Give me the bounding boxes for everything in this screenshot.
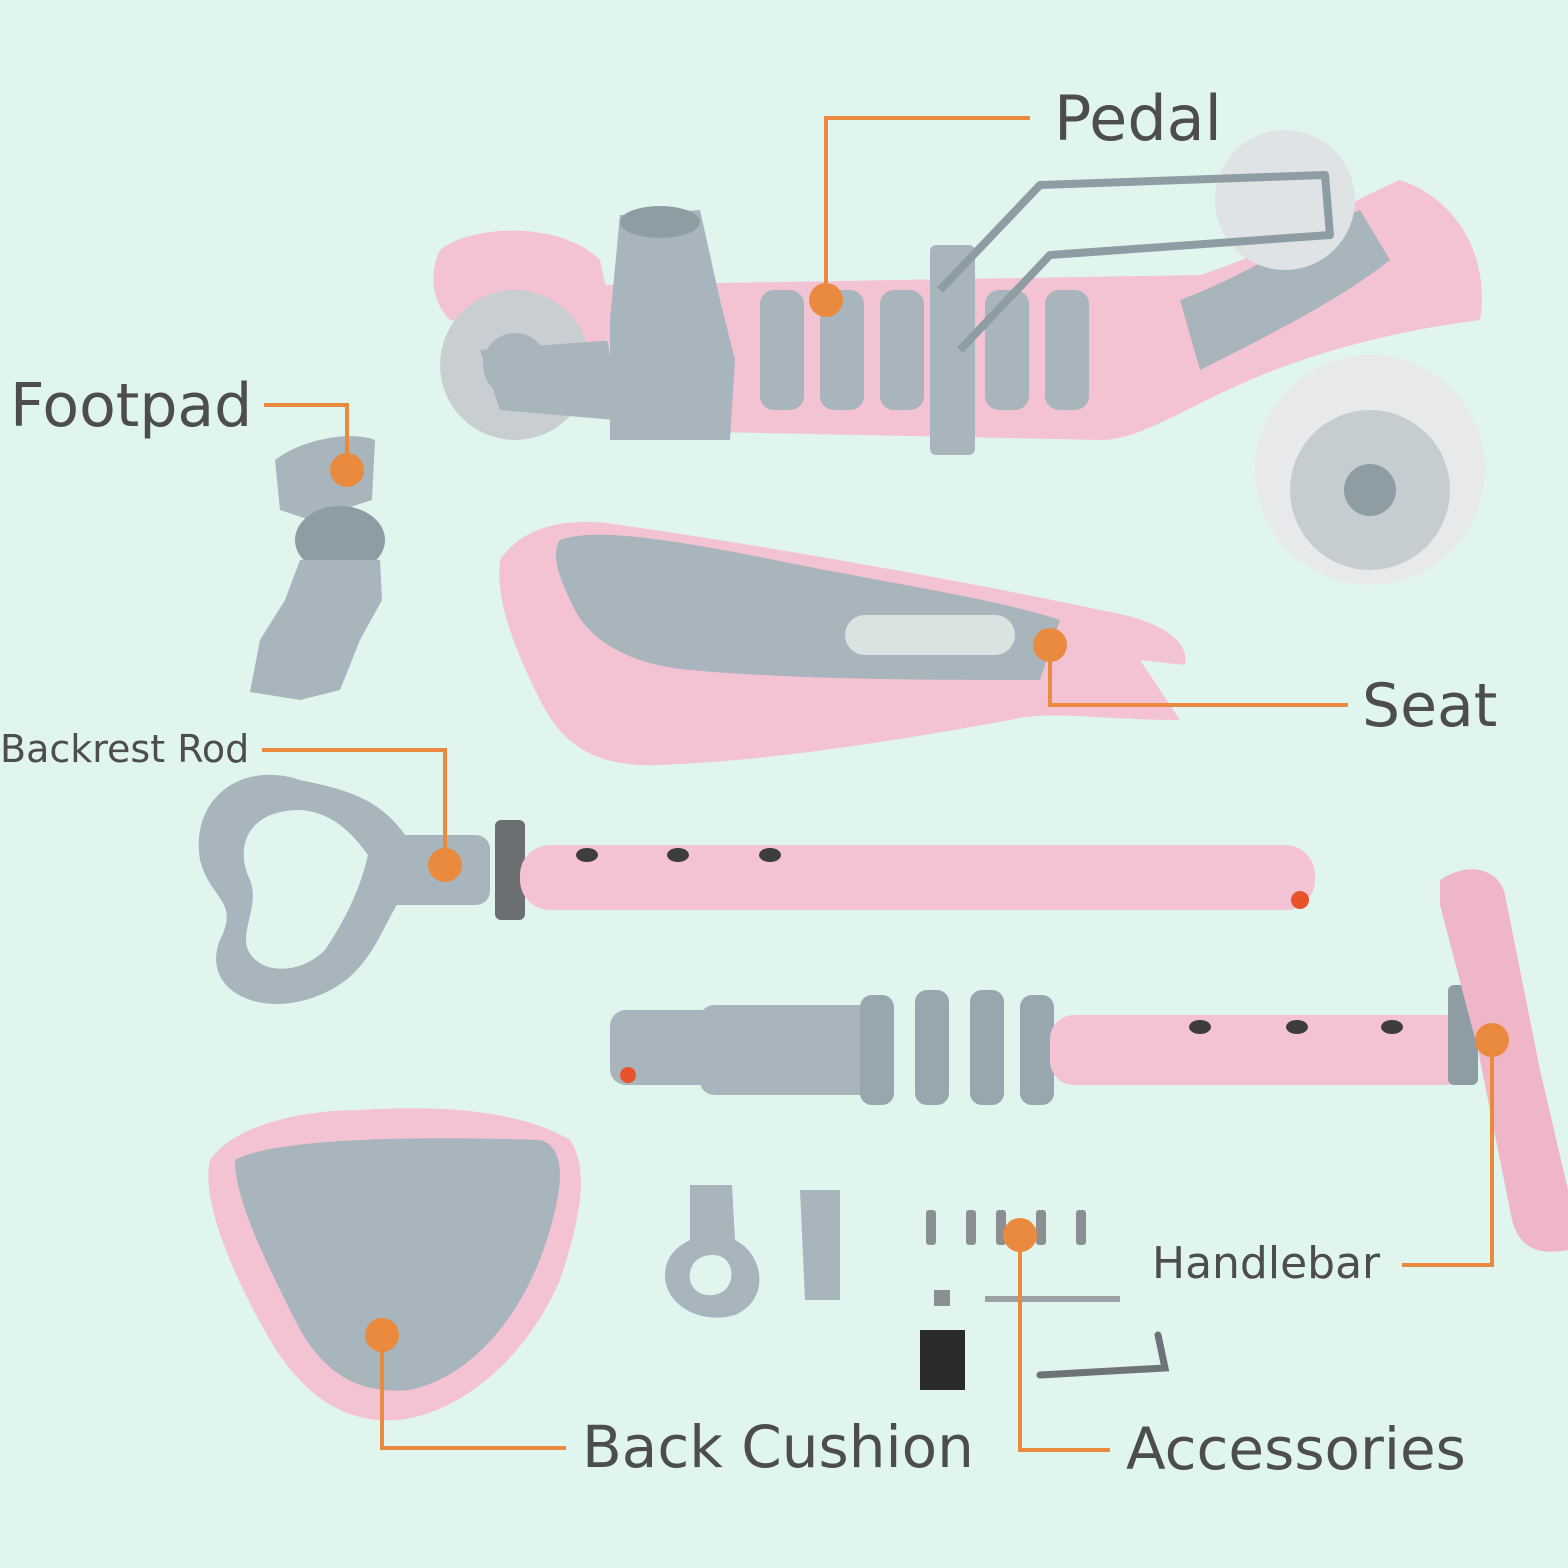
backrest-tube-holes [576, 848, 781, 862]
backrest-clamp [495, 820, 525, 920]
long-bolt [985, 1296, 1120, 1302]
wire-bracket [937, 171, 1334, 353]
stem-lower-tube [610, 1010, 720, 1085]
label-accessories: Accessories [1126, 1415, 1466, 1483]
leader-pedal [824, 116, 1030, 300]
dot-accessories [1003, 1218, 1037, 1252]
pedal-deck-assembly [433, 130, 1485, 585]
leader-seat [1048, 645, 1348, 707]
label-footpad: Footpad [10, 371, 253, 441]
dot-seat [1033, 628, 1067, 662]
stem-lower-pin [620, 1067, 636, 1083]
backrest-rod-part [198, 774, 1315, 1004]
dot-pedal [809, 283, 843, 317]
leader-lines [262, 116, 1494, 1452]
dot-backrest [428, 848, 462, 882]
label-back-cushion: Back Cushion [582, 1413, 974, 1481]
leader-backrest [262, 748, 447, 865]
handlebar-part [610, 869, 1568, 1252]
stem-socket [610, 210, 735, 440]
seat-part [499, 521, 1186, 766]
stem-upper-tube [1050, 1015, 1470, 1085]
deck-front-panel [1180, 210, 1390, 370]
pedal-grip-strips [760, 290, 1089, 410]
allen-key [1036, 1331, 1170, 1379]
leader-footpad [264, 403, 349, 470]
dot-footpad [330, 453, 364, 487]
backrest-tube [520, 845, 1315, 910]
accessories-part [665, 1185, 1170, 1390]
stem-mid-tube [700, 1005, 890, 1095]
label-seat: Seat [1362, 671, 1498, 741]
backrest-handle-ring [198, 774, 450, 1004]
stem-upper-holes [1189, 1020, 1403, 1034]
footpad-part [250, 436, 385, 700]
front-wheel-hub [1344, 464, 1396, 516]
label-pedal: Pedal [1054, 82, 1222, 155]
stem-spring [860, 990, 1054, 1105]
label-handlebar: Handlebar [1152, 1238, 1381, 1289]
front-wheel-top [1215, 130, 1355, 270]
ring-bracket [665, 1185, 760, 1318]
label-backrest-rod: Backrest Rod [0, 727, 250, 771]
leader-handlebar [1402, 1040, 1494, 1267]
leader-dots [330, 283, 1509, 1352]
nut [934, 1290, 950, 1306]
dot-handlebar [1475, 1023, 1509, 1057]
seat-slot [845, 615, 1015, 655]
u-clamp [800, 1190, 840, 1300]
back-cushion-part [208, 1108, 581, 1421]
backrest-tube-pin [1291, 891, 1309, 909]
stem-socket-top [620, 206, 700, 238]
leader-cushion [380, 1335, 566, 1450]
handlebar-grip [1440, 869, 1568, 1252]
dot-cushion [365, 1318, 399, 1352]
leader-accessories [1018, 1235, 1110, 1452]
rear-bracket [480, 340, 615, 420]
deck-clamp [930, 245, 975, 455]
metal-plate [920, 1330, 965, 1390]
back-cushion-pad [235, 1138, 560, 1391]
